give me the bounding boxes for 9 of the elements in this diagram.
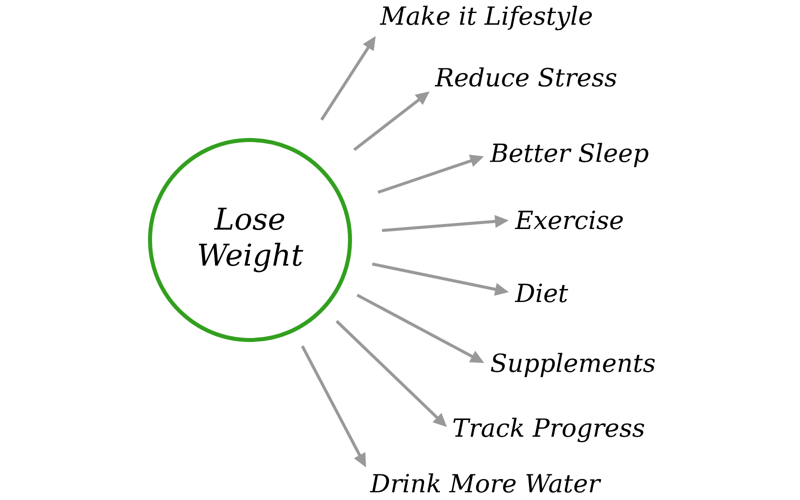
label-text: Track Progress [453, 418, 644, 442]
label-text: Diet [514, 284, 568, 302]
label-text: Supplements [490, 352, 655, 378]
label-text: Exercise [514, 210, 623, 230]
label-text: Better Sleep [490, 142, 648, 168]
label-text: Make it Lifestyle [380, 6, 592, 30]
label-text: Reduce Stress [434, 67, 616, 87]
label-text: Drink More Water [370, 473, 602, 493]
circle-node: Lose Weight [148, 138, 352, 342]
